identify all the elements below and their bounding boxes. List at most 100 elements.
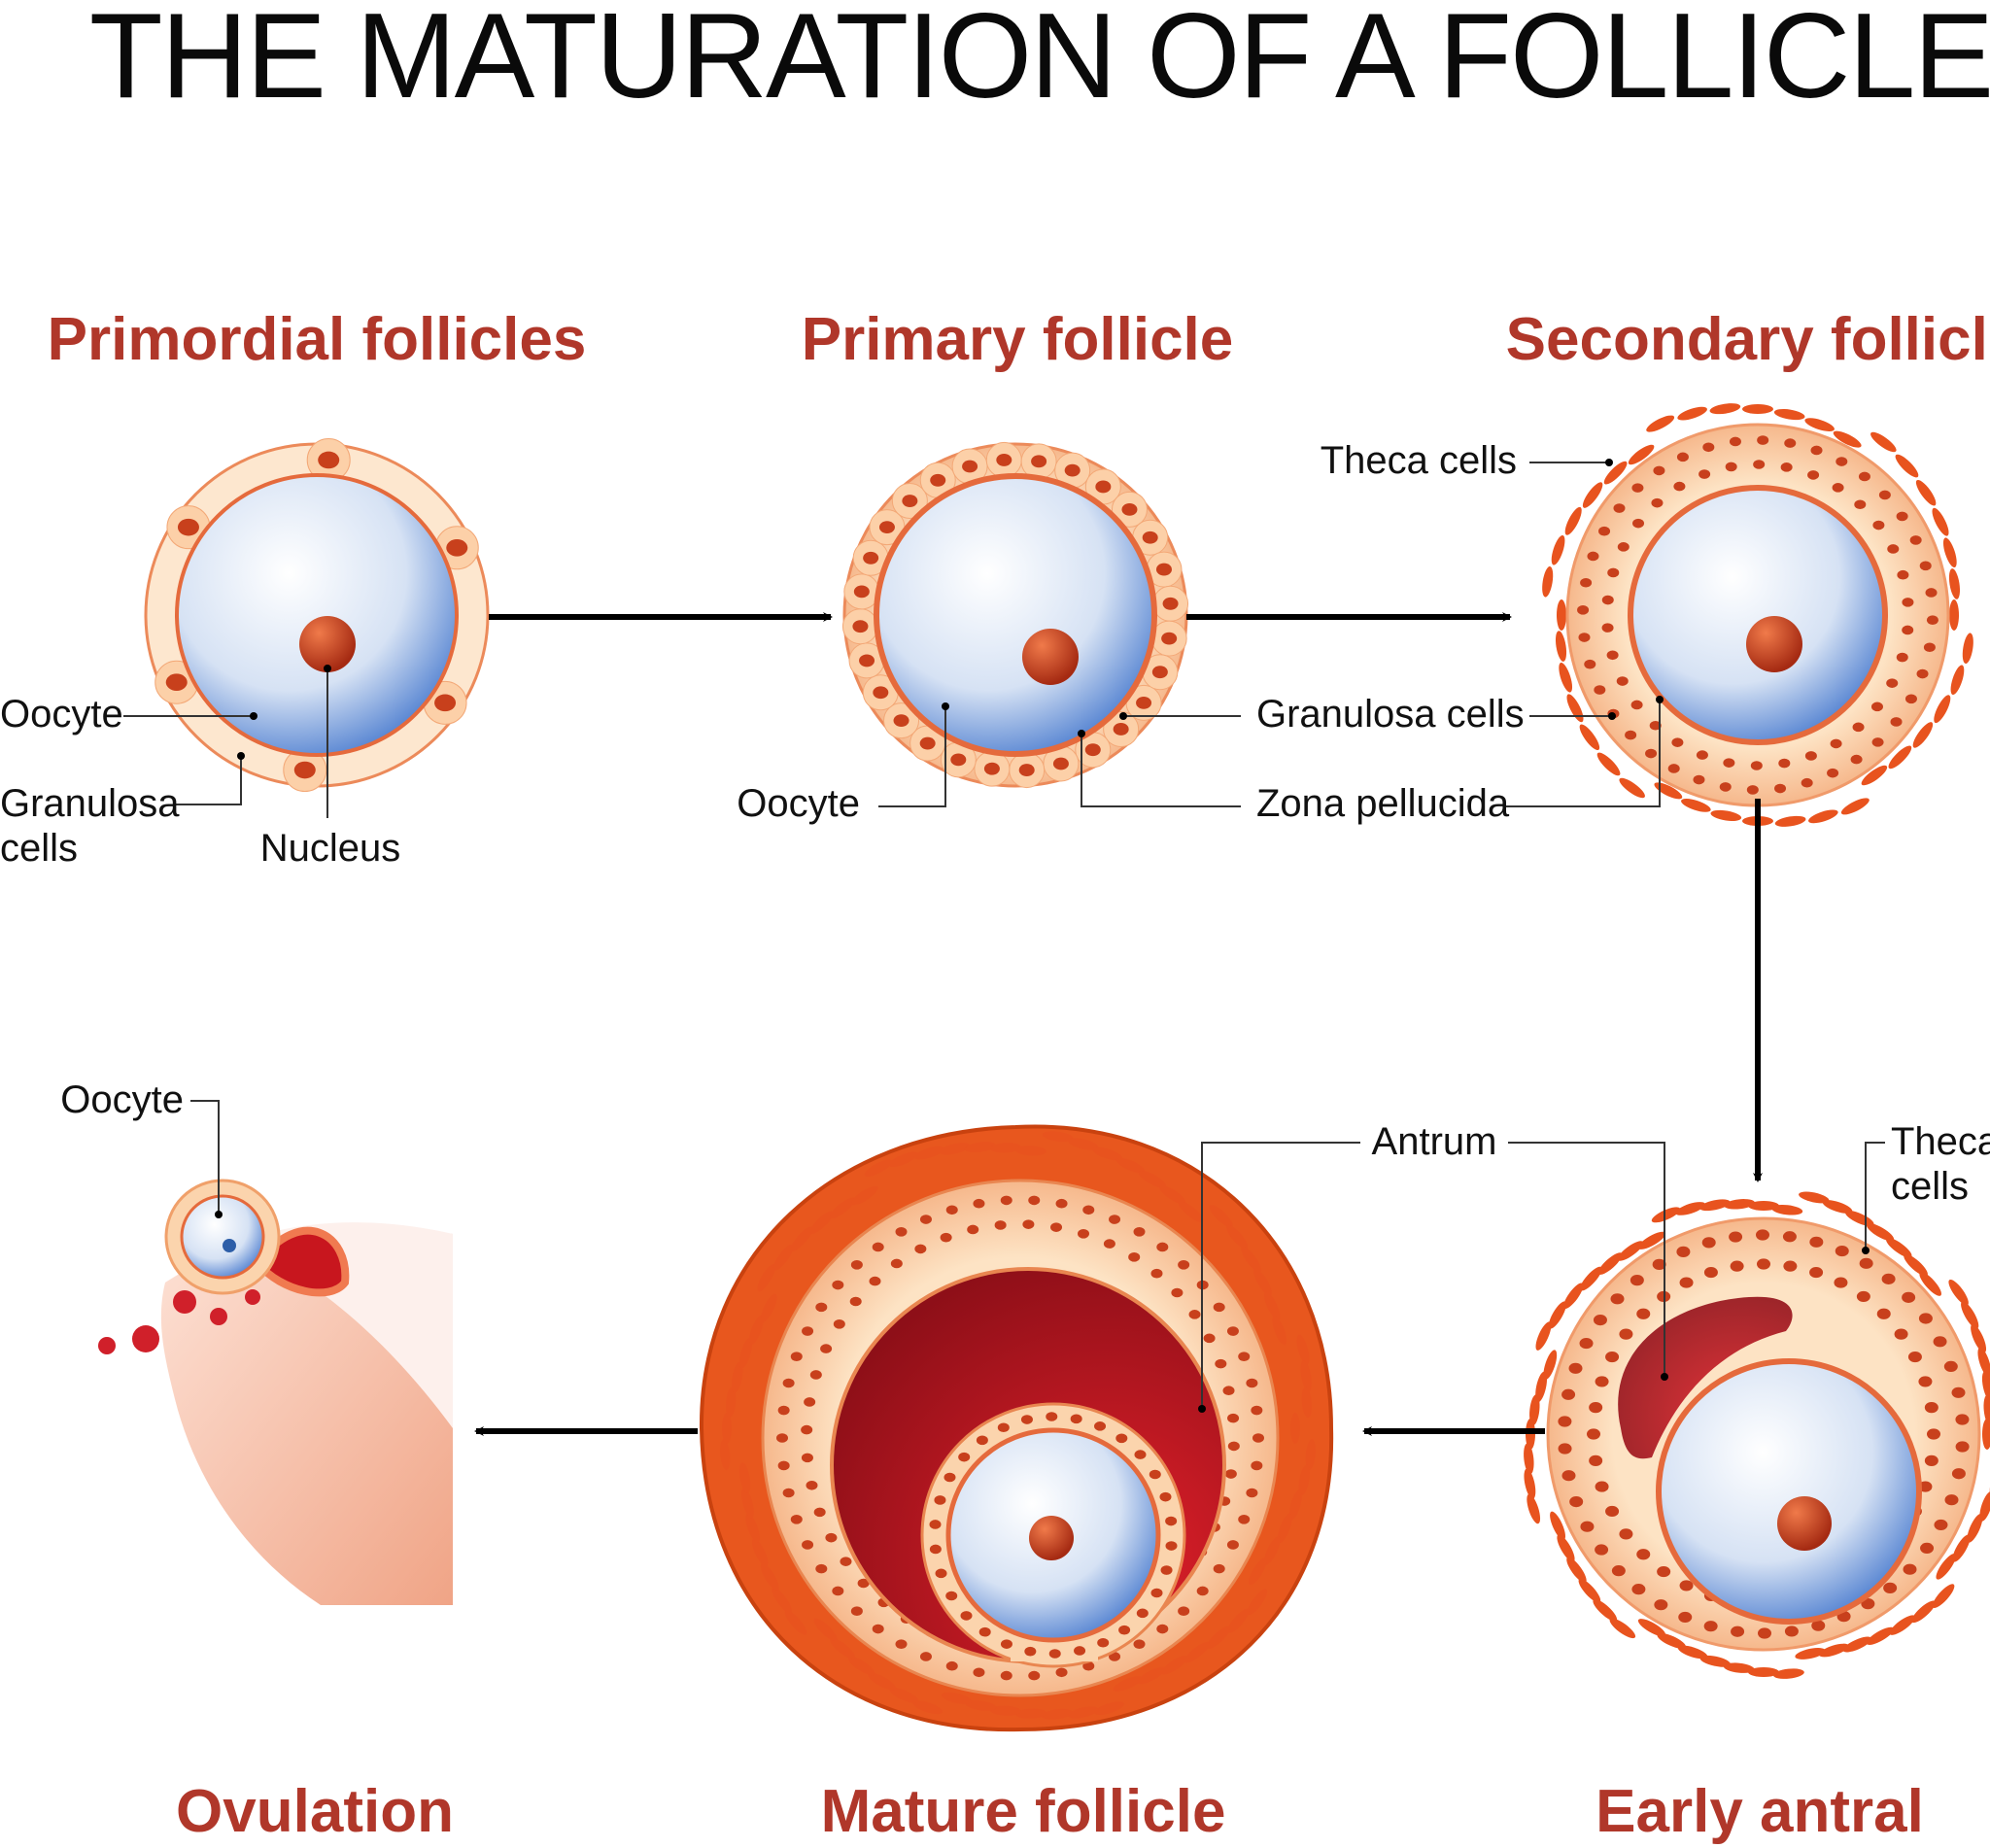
granulosa-nucleus bbox=[1594, 685, 1606, 695]
granulosa-nucleus bbox=[1031, 455, 1047, 468]
granulosa-nucleus bbox=[930, 473, 946, 487]
granulosa-nucleus bbox=[1636, 1308, 1651, 1319]
cumulus-nucleus bbox=[1134, 1450, 1147, 1459]
theca-cell bbox=[1804, 418, 1835, 431]
theca-cell bbox=[1795, 1648, 1826, 1660]
granulosa-nucleus bbox=[1725, 462, 1737, 472]
theca-cell bbox=[1934, 695, 1951, 724]
theca-cell bbox=[732, 1361, 743, 1393]
theca-cell bbox=[1557, 1534, 1575, 1562]
granulosa-nucleus bbox=[1028, 1195, 1041, 1206]
granulosa-nucleus bbox=[1907, 1351, 1922, 1363]
theca-cell bbox=[1014, 1146, 1046, 1156]
granulosa-nucleus bbox=[1055, 1198, 1068, 1209]
granulosa-nucleus bbox=[1876, 1308, 1891, 1319]
granulosa-nucleus bbox=[1595, 1376, 1609, 1387]
theca-cell bbox=[1184, 1641, 1210, 1663]
granulosa-nucleus bbox=[1616, 676, 1629, 686]
granulosa-nucleus bbox=[1630, 1275, 1644, 1286]
granulosa-nucleus bbox=[945, 1660, 958, 1671]
granulosa-nucleus bbox=[1897, 569, 1909, 580]
theca-cell bbox=[830, 1197, 856, 1218]
early-antral-follicle bbox=[1524, 1191, 1990, 1679]
granulosa-nucleus bbox=[1605, 1351, 1620, 1363]
oocyte bbox=[874, 473, 1157, 757]
theca-cell bbox=[1699, 1655, 1731, 1667]
granulosa-nucleus bbox=[832, 1586, 844, 1596]
granulosa-nucleus bbox=[1923, 642, 1936, 653]
nucleus bbox=[1029, 1516, 1074, 1560]
granulosa-nucleus bbox=[813, 1507, 826, 1518]
granulosa-nucleus bbox=[1916, 668, 1929, 679]
theca-cell bbox=[1535, 1371, 1548, 1403]
granulosa-nucleus bbox=[1246, 1488, 1258, 1498]
granulosa-nucleus bbox=[815, 1302, 828, 1313]
cumulus-nucleus bbox=[1000, 1639, 1012, 1649]
theca-cell bbox=[1948, 568, 1961, 599]
theca-cell bbox=[1870, 431, 1897, 453]
granulosa-nucleus bbox=[1151, 666, 1168, 679]
theca-cell bbox=[1603, 461, 1628, 485]
granulosa-nucleus bbox=[1095, 480, 1112, 494]
theca-cell bbox=[1159, 1184, 1186, 1205]
granulosa-nucleus bbox=[902, 495, 918, 507]
granulosa-nucleus bbox=[1589, 1402, 1603, 1414]
granulosa-nucleus bbox=[1702, 442, 1715, 453]
theca-cell bbox=[1932, 1584, 1955, 1608]
theca-cell bbox=[1527, 1493, 1541, 1524]
cumulus-nucleus bbox=[929, 1520, 942, 1529]
theca-cell bbox=[1904, 1253, 1928, 1277]
granulosa-nucleus bbox=[1162, 597, 1179, 610]
theca-cell bbox=[749, 1315, 764, 1345]
granulosa-nucleus bbox=[853, 585, 870, 599]
theca-cell bbox=[830, 1638, 856, 1660]
granulosa-nucleus bbox=[1801, 777, 1813, 788]
granulosa-nucleus bbox=[1128, 1252, 1141, 1262]
granulosa-nucleus bbox=[919, 1652, 932, 1661]
granulosa-nucleus bbox=[1678, 1611, 1693, 1624]
granulosa-nucleus bbox=[1601, 623, 1614, 633]
granulosa-nucleus bbox=[1951, 1386, 1966, 1398]
granulosa-nucleus bbox=[1676, 1246, 1691, 1257]
theca-cell bbox=[1932, 507, 1949, 536]
granulosa-nucleus bbox=[1926, 615, 1939, 625]
granulosa-nucleus bbox=[1696, 750, 1708, 760]
granulosa-nucleus bbox=[840, 1557, 852, 1566]
granulosa-nucleus bbox=[1215, 1358, 1227, 1369]
theca-cell bbox=[1249, 1557, 1267, 1586]
ovulation-illustration bbox=[98, 1179, 454, 1605]
cumulus-nucleus bbox=[960, 1611, 973, 1621]
label-antral-theca-cells: cells bbox=[1891, 1165, 1969, 1208]
granulosa-nucleus bbox=[1810, 445, 1823, 456]
theca-cell bbox=[1654, 782, 1683, 800]
granulosa-nucleus bbox=[945, 1205, 958, 1215]
theca-cell bbox=[1578, 1578, 1601, 1603]
granulosa-nucleus bbox=[967, 1224, 979, 1235]
granulosa-nucleus bbox=[1890, 717, 1903, 727]
theca-cell bbox=[1524, 1443, 1534, 1475]
theca-cell bbox=[1915, 479, 1937, 506]
granulosa-nucleus bbox=[833, 1319, 845, 1329]
granulosa-nucleus bbox=[1909, 535, 1922, 545]
granulosa-nucleus bbox=[940, 1232, 952, 1243]
theca-cell bbox=[1866, 1626, 1895, 1645]
granulosa-nucleus bbox=[802, 1326, 814, 1336]
theca-cell bbox=[1597, 1252, 1623, 1275]
cumulus-nucleus bbox=[958, 1452, 971, 1462]
theca-cell bbox=[1580, 1266, 1602, 1291]
granulosa-nucleus bbox=[1188, 1310, 1201, 1319]
theca-cell bbox=[1651, 1207, 1681, 1223]
theca-cell bbox=[1557, 599, 1566, 631]
page-title: THE MATURATION OF A FOLLICLE bbox=[89, 0, 1990, 123]
granulosa-nucleus bbox=[1671, 737, 1684, 747]
granulosa-nucleus bbox=[1246, 1378, 1258, 1388]
granulosa-nucleus bbox=[1757, 1258, 1770, 1270]
cumulus-nucleus bbox=[1024, 1646, 1037, 1657]
theca-cell bbox=[739, 1338, 752, 1369]
theca-cell bbox=[1290, 1413, 1300, 1444]
granulosa-nucleus bbox=[1156, 1242, 1169, 1252]
granulosa-nucleus bbox=[1251, 1460, 1263, 1471]
granulosa-nucleus bbox=[1927, 1428, 1940, 1440]
granulosa-nucleus bbox=[1856, 1290, 1870, 1303]
theca-cell bbox=[1301, 1386, 1312, 1419]
